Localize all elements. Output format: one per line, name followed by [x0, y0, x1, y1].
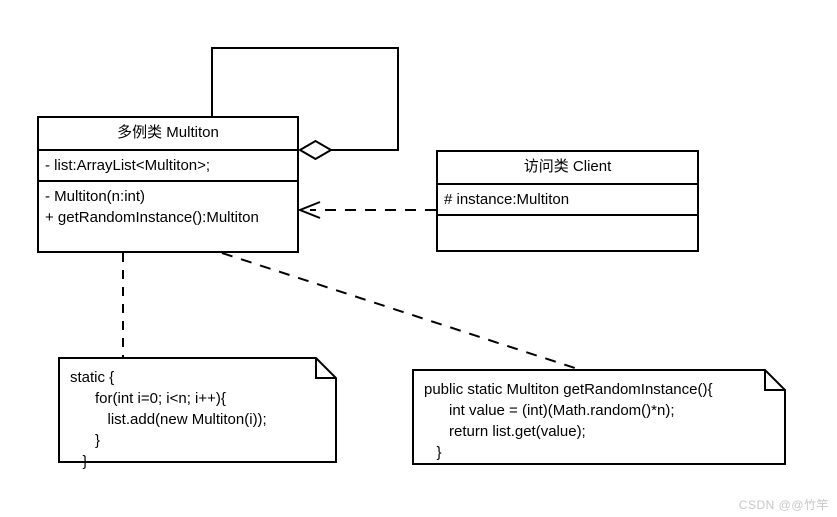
note-static-block-text: static { for(int i=0; i<n; i++){ list.ad…: [70, 369, 267, 470]
class-box-client[interactable]: 访问类 Client # instance:Multiton: [436, 150, 699, 252]
aggregation-diamond: [298, 139, 333, 161]
client-dependency-connector: [297, 201, 436, 219]
note-get-random-instance-text: public static Multiton getRandomInstance…: [424, 381, 713, 461]
watermark-label: CSDN @@竹竿: [738, 498, 829, 512]
open-arrow-head: [297, 201, 321, 219]
attribute-line: # instance:Multiton: [444, 191, 570, 208]
note-shape: [412, 369, 786, 465]
class-attributes-client: # instance:Multiton: [438, 185, 697, 216]
method-note-anchor-line: [221, 252, 579, 370]
class-name-multiton: 多例类 Multiton: [39, 118, 297, 151]
note-static-block[interactable]: static { for(int i=0; i<n; i++){ list.ad…: [58, 357, 337, 470]
class-operations-multiton: - Multiton(n:int) + getRandomInstance():…: [39, 182, 297, 232]
class-box-multiton[interactable]: 多例类 Multiton - list:ArrayList<Multiton>;…: [37, 116, 299, 253]
operation-line: - Multiton(n:int): [45, 188, 146, 205]
class-name-client: 访问类 Client: [438, 152, 697, 185]
operation-line: + getRandomInstance():Multiton: [45, 209, 259, 226]
note-get-random-instance[interactable]: public static Multiton getRandomInstance…: [412, 369, 786, 465]
attribute-line: - list:ArrayList<Multiton>;: [45, 157, 211, 174]
note-shape: [58, 357, 337, 463]
class-attributes-multiton: - list:ArrayList<Multiton>;: [39, 151, 297, 182]
class-operations-client: [438, 216, 697, 224]
